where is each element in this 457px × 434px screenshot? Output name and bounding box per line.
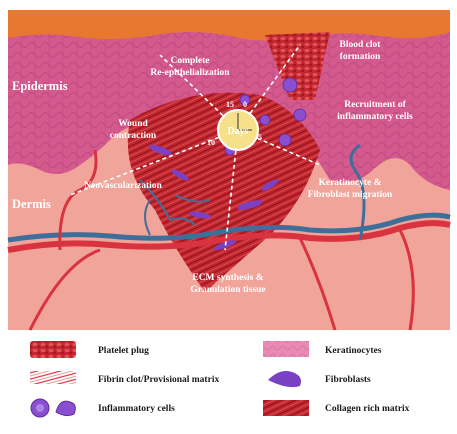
vessel-branch-1: [58, 149, 98, 251]
fibroblasts: [148, 144, 279, 250]
inflammatory-cells: [224, 77, 307, 156]
legend-keratinocytes-label: Keratinocytes: [325, 346, 382, 356]
vessel-branch-2: [28, 248, 101, 331]
clock-center-label: Days: [227, 126, 248, 137]
legend-inflammatory-label: Inflammatory cells: [98, 404, 175, 414]
phase-ecm-line1: ECM synthesis &: [192, 273, 263, 283]
legend-fibrin-label: Fibrin clot/Provisional matrix: [98, 375, 219, 385]
phase-blood-clot-line2: formation: [340, 52, 381, 62]
clock-tick-0: 0: [243, 100, 247, 109]
phase-complete-line1: Complete: [170, 56, 209, 66]
vessel-blue-main: [7, 212, 451, 243]
epidermis-label: Epidermis: [12, 79, 68, 93]
phase-complete-line2: Re-epithelialization: [150, 68, 230, 78]
wound-tissue: [127, 92, 321, 293]
vessel-red-main: [7, 220, 451, 253]
neovessels: [139, 179, 211, 236]
legend-swatch-inflammatory: [30, 398, 76, 418]
clock-tick-5: 5: [258, 133, 262, 142]
blood-clot: [265, 32, 330, 100]
phase-wound-contraction-line1: Wound: [118, 119, 148, 129]
phase-blood-clot-line1: Blood clot: [340, 40, 382, 50]
dermis-label: Dermis: [12, 197, 51, 211]
vessel-branch-5: [298, 237, 337, 331]
legend-swatch-fibrin: [30, 371, 76, 384]
legend-swatch-collagen: [263, 400, 309, 416]
clock-tick-15: 15: [226, 100, 234, 109]
clock-tick-10: 10: [207, 138, 215, 147]
legend-collagen-label: Collagen rich matrix: [325, 404, 410, 414]
vessel-branch-3: [349, 143, 366, 241]
phase-recruitment-line1: Recruitment of: [344, 100, 406, 110]
phase-ecm-line2: Granulation tissue: [190, 285, 265, 295]
phase-neovascularization: Neovascularization: [84, 181, 162, 191]
legend: Platelet plug Fibrin clot/Provisional ma…: [30, 341, 410, 418]
phase-keratinocyte-line1: Keratinocyte &: [318, 178, 381, 188]
legend-platelet-label: Platelet plug: [98, 346, 149, 356]
vessel-branch-4: [398, 229, 415, 331]
legend-swatch-platelet: [30, 341, 76, 358]
legend-swatch-fibroblasts: [268, 371, 301, 388]
phase-keratinocyte-line2: Fibroblast migration: [308, 190, 393, 200]
legend-fibroblasts-label: Fibroblasts: [325, 375, 371, 385]
phase-recruitment-line2: inflammatory cells: [337, 112, 413, 122]
phase-wound-contraction-line2: contraction: [110, 131, 157, 141]
legend-swatch-keratinocytes: [263, 341, 309, 357]
days-clock: Days 0 5 10 15: [207, 100, 262, 151]
